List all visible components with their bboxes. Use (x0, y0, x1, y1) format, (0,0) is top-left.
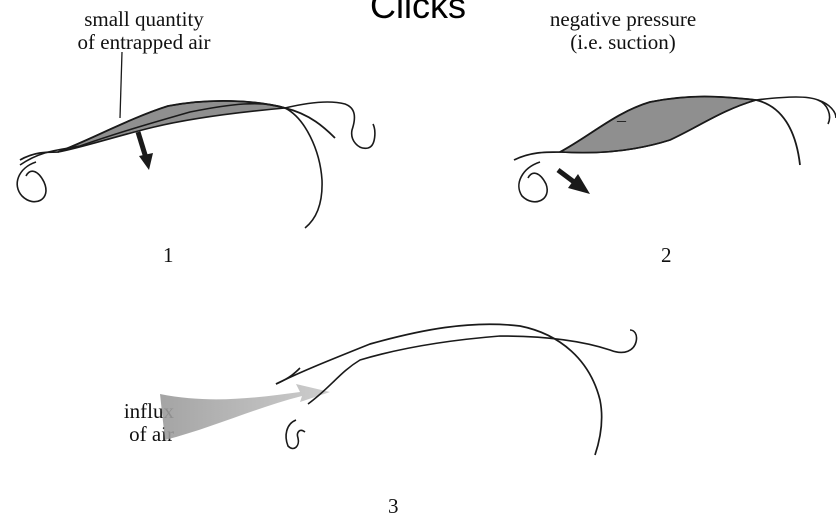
panel3-tongue-line (308, 330, 637, 404)
panel3-lower-lip (286, 420, 305, 448)
panel1-label-pointer (120, 52, 122, 118)
panel2-arrow (558, 170, 590, 194)
panel3-upper-lip (276, 368, 300, 384)
panel2-lip-lower (519, 162, 547, 202)
panel2-negative-sign: – (616, 110, 627, 130)
panel3-figure (160, 324, 637, 455)
panel1-lip-lower (17, 162, 46, 202)
panel2-figure: – (514, 97, 836, 202)
panel1-figure (17, 52, 375, 228)
panel1-arrow (138, 132, 153, 170)
panel1-entrapped-air (58, 101, 285, 152)
panel1-uvula (285, 102, 375, 148)
